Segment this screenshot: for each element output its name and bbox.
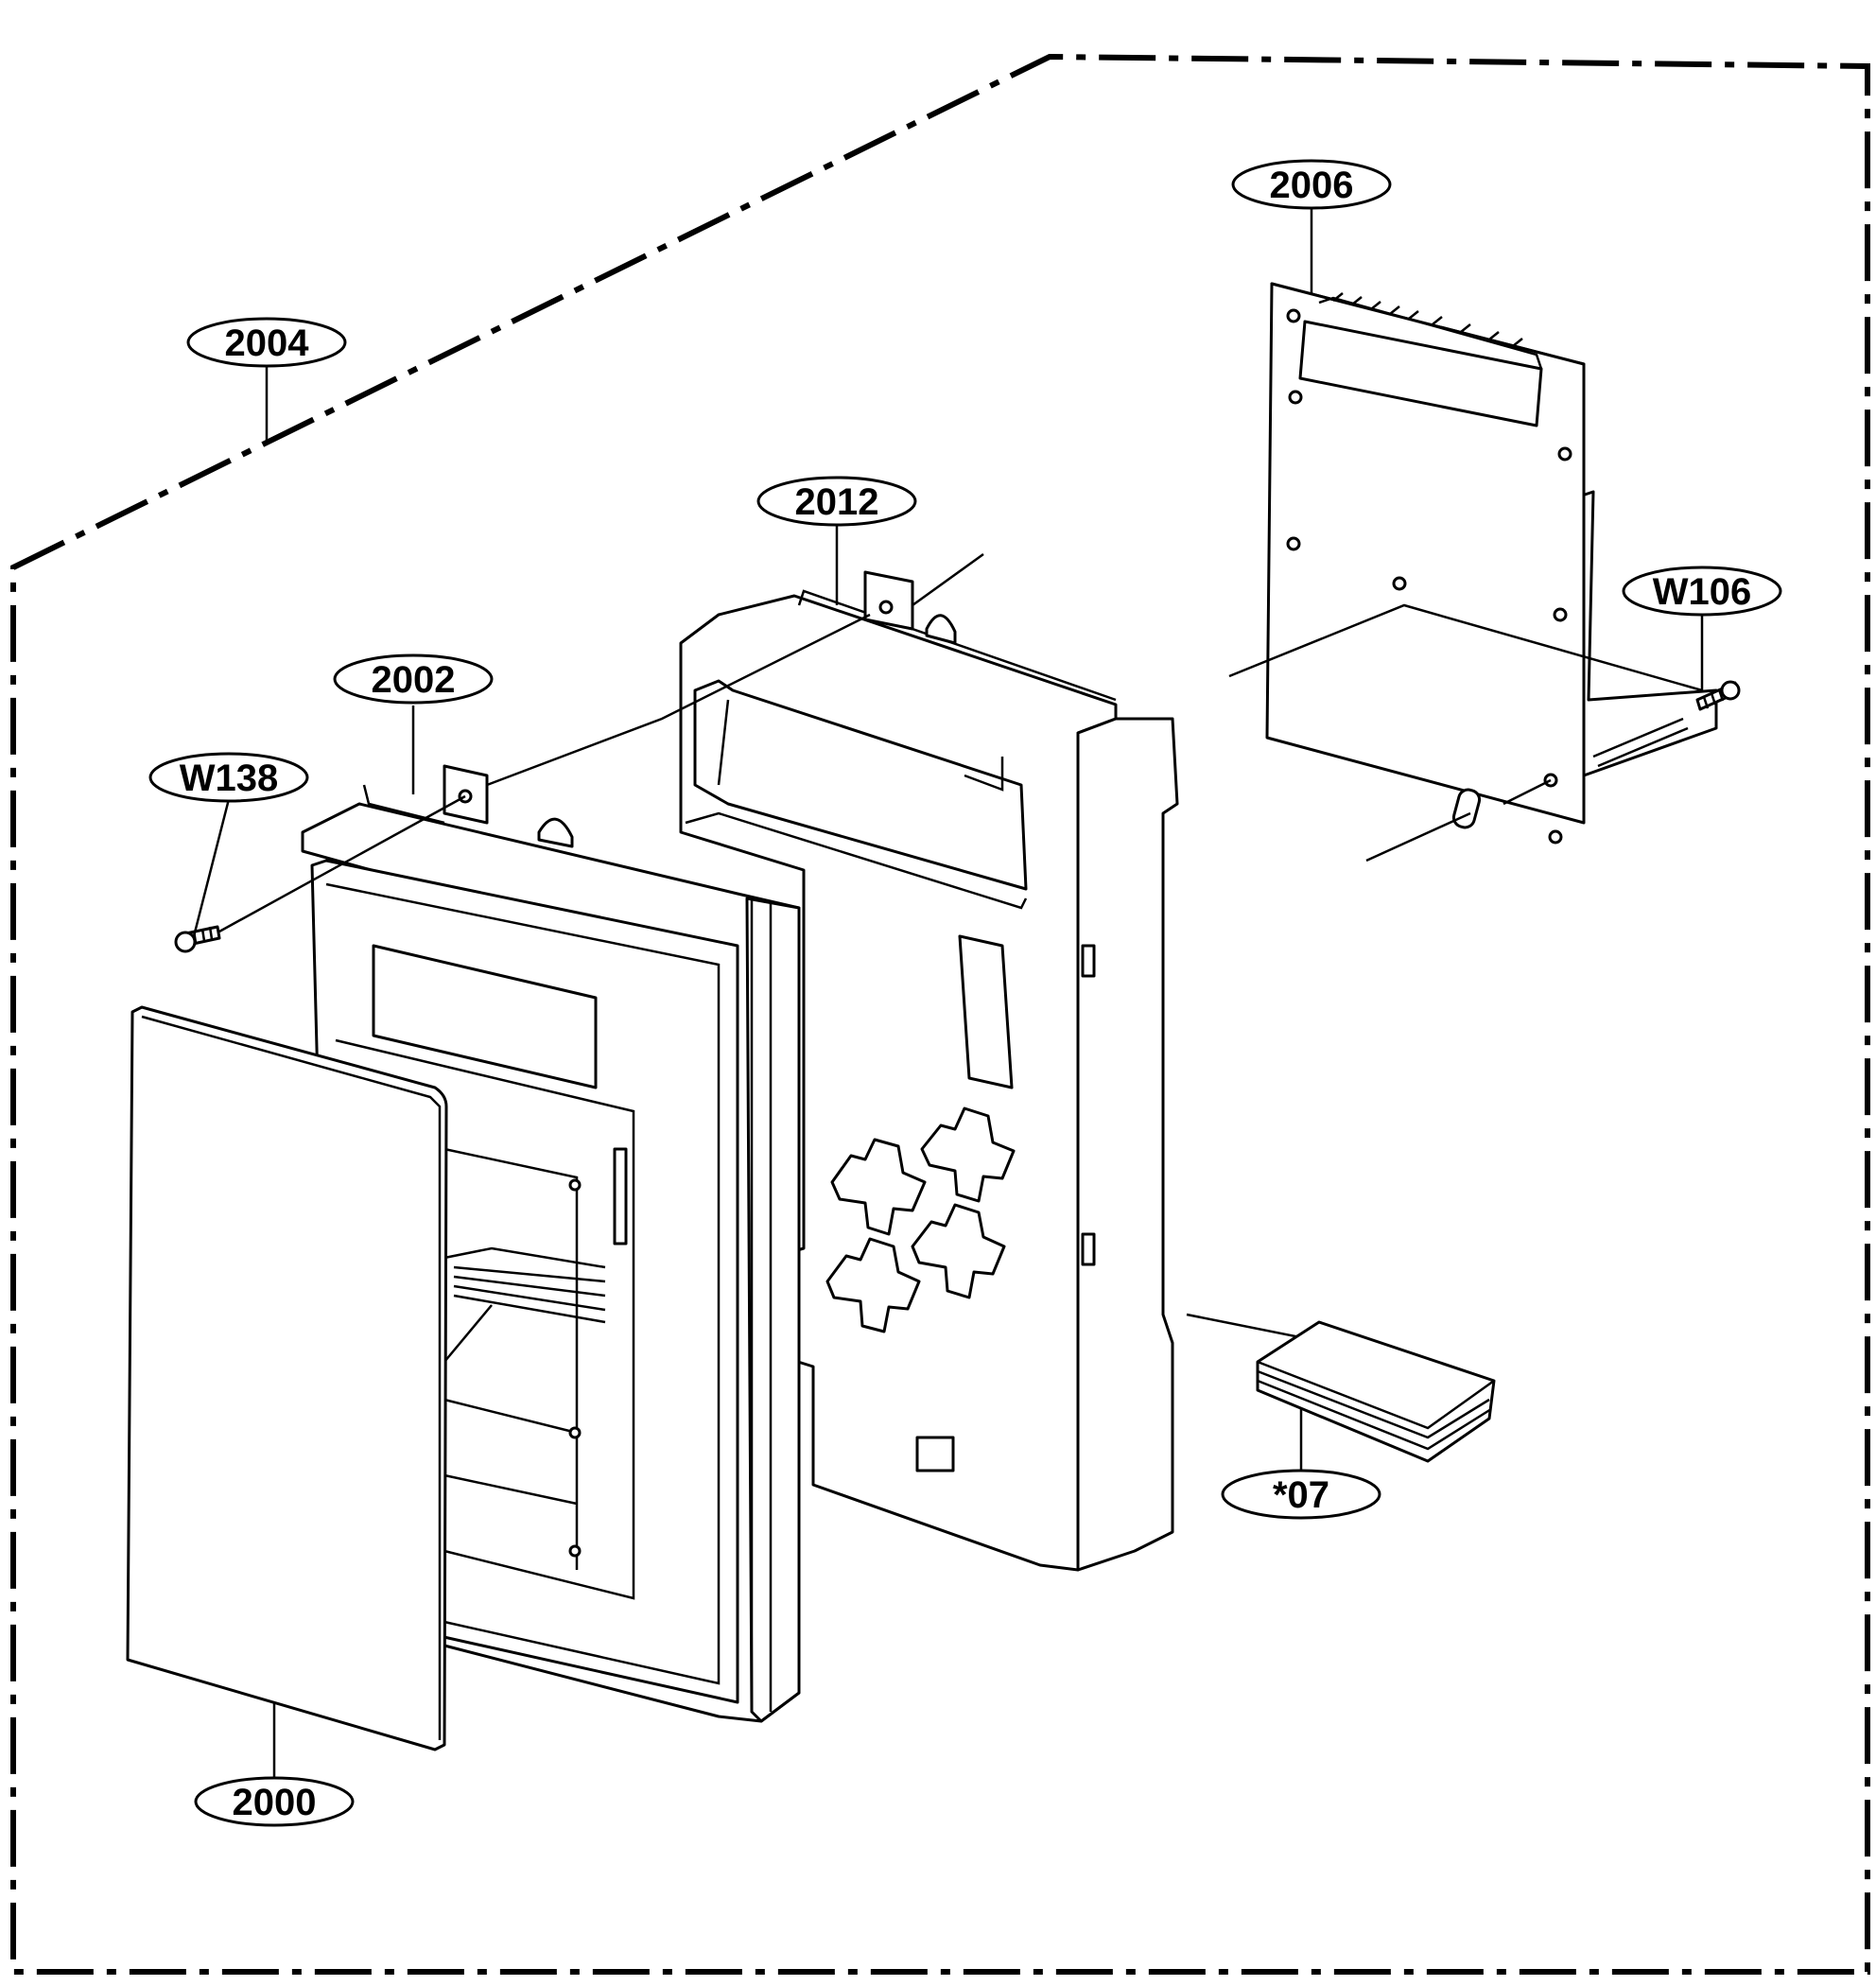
assembly-boundary	[10, 53, 1870, 1975]
callout-2002: 2002	[333, 653, 494, 705]
svg-text:2000: 2000	[233, 1782, 317, 1823]
front-panel-2000	[126, 1005, 448, 1751]
svg-text:W106: W106	[1653, 571, 1752, 613]
button-holes	[825, 1106, 1016, 1333]
pcb-board-2006	[1228, 282, 1718, 862]
callout-07: *07	[1221, 1469, 1381, 1520]
callout-2000: 2000	[194, 1776, 355, 1827]
sheet-part-07	[1256, 1320, 1496, 1463]
screw-w138	[174, 794, 466, 953]
callout-2004: 2004	[186, 317, 347, 368]
callout-2006: 2006	[1231, 159, 1392, 210]
svg-text:2006: 2006	[1270, 165, 1354, 206]
callout-w106: W106	[1622, 566, 1782, 617]
svg-text:2012: 2012	[795, 481, 879, 523]
leader-w138	[192, 798, 231, 937]
svg-text:2004: 2004	[225, 322, 310, 364]
housing-2002	[301, 613, 871, 1723]
screw-w106	[1695, 680, 1741, 711]
svg-text:2002: 2002	[372, 659, 456, 701]
callout-w138: W138	[148, 752, 309, 803]
callout-2012: 2012	[756, 476, 917, 527]
svg-text:W138: W138	[180, 758, 279, 799]
svg-text:*07: *07	[1273, 1474, 1329, 1516]
